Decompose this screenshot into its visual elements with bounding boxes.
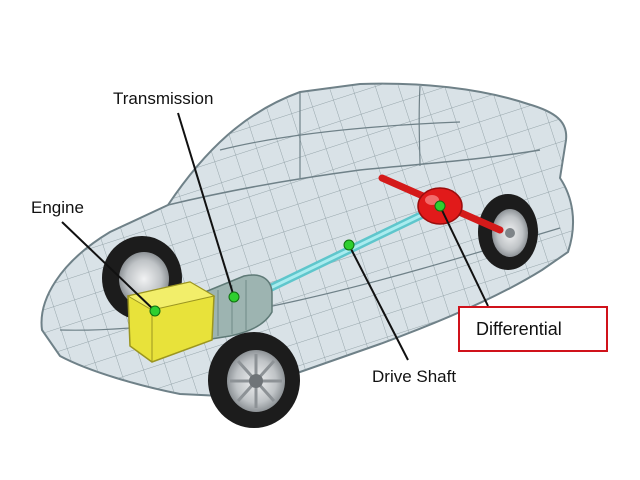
markers (149, 200, 446, 317)
front-right-wheel (208, 332, 300, 428)
leader-lines (61, 112, 489, 361)
marker-differential (434, 200, 446, 212)
rear-right-wheel (478, 194, 538, 270)
differential-label: Differential (476, 319, 562, 339)
leader-engine (61, 221, 156, 312)
differential-highlight-box: Differential (458, 306, 608, 352)
transmission-label: Transmission (113, 89, 214, 108)
marker-transmission (228, 291, 240, 303)
leader-transmission (177, 112, 235, 298)
marker-engine (149, 305, 161, 317)
leader-drive-shaft (348, 244, 409, 361)
engine-block (126, 281, 216, 363)
drive-shaft (258, 206, 436, 296)
engine-label: Engine (31, 198, 84, 217)
leader-differential (439, 205, 489, 307)
drive-shaft-label: Drive Shaft (372, 367, 457, 386)
marker-drive-shaft (343, 239, 355, 251)
